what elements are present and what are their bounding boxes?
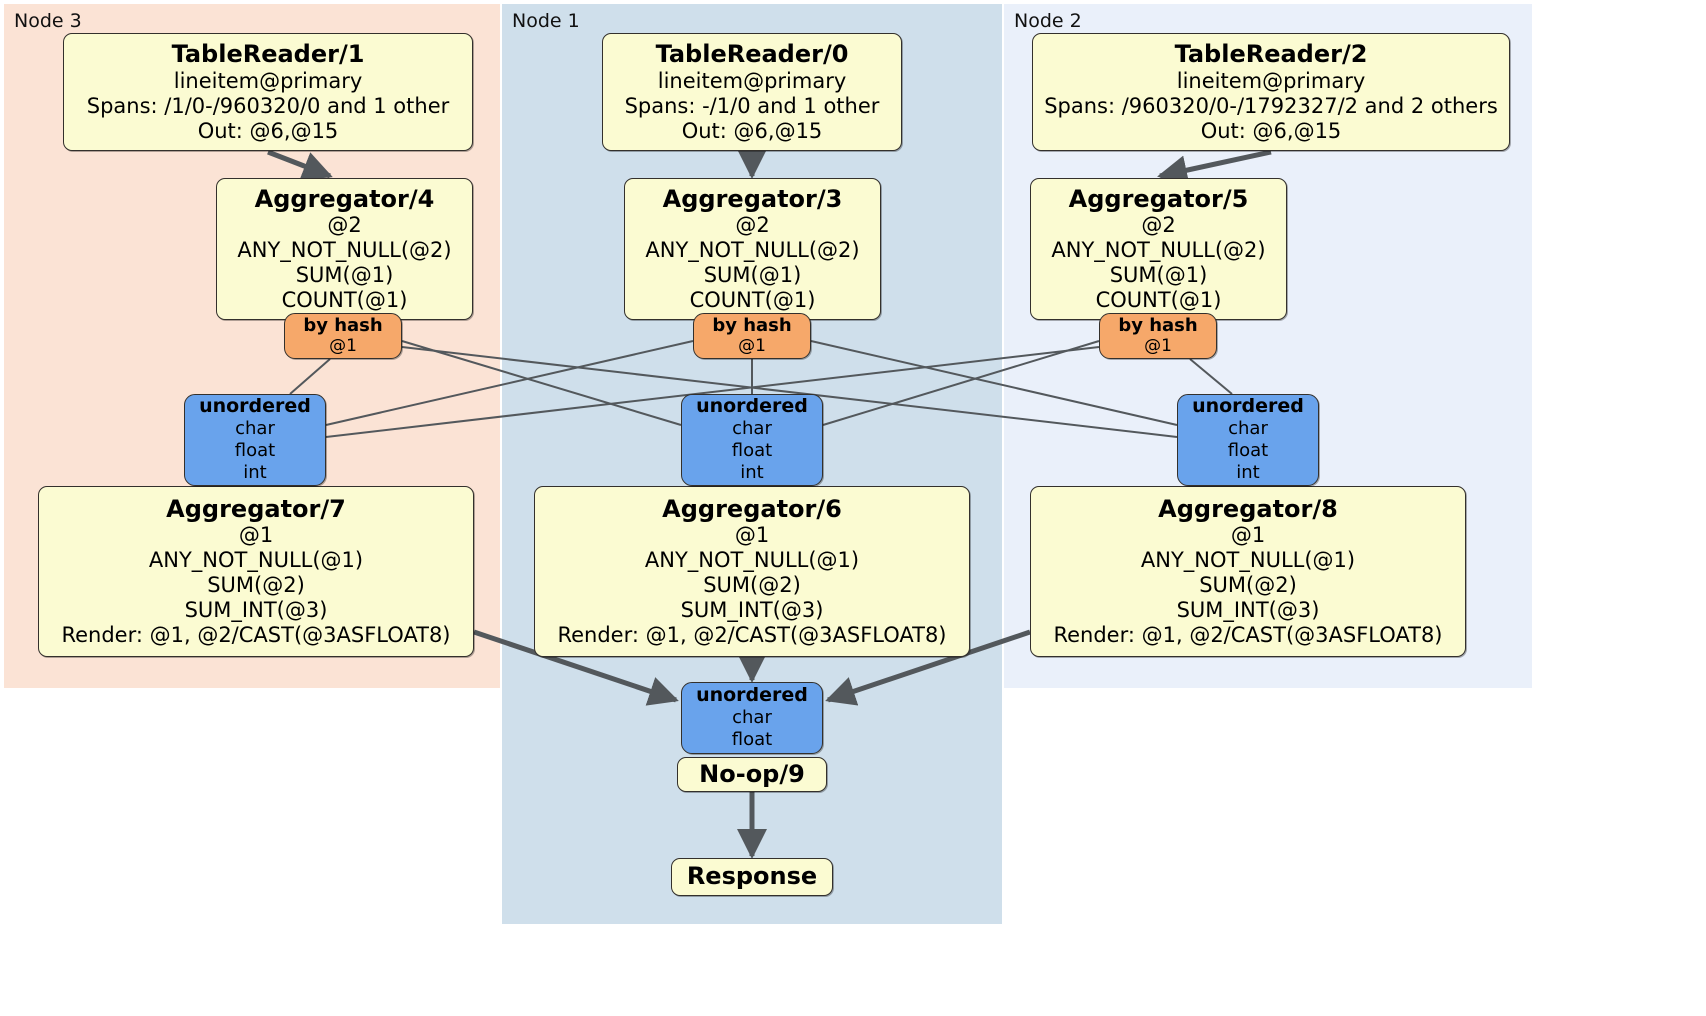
processor-response[interactable]: Response bbox=[671, 858, 833, 896]
box-title: TableReader/2 bbox=[1174, 40, 1368, 69]
box-detail-line: float bbox=[234, 439, 276, 461]
box-title: by hash bbox=[1118, 314, 1198, 336]
box-detail-line: SUM_INT(@3) bbox=[184, 598, 328, 623]
box-detail-line: @1 bbox=[238, 523, 274, 548]
box-title: by hash bbox=[712, 314, 792, 336]
box-detail-line: lineitem@primary bbox=[657, 68, 847, 93]
box-title: TableReader/0 bbox=[655, 40, 849, 69]
box-title: unordered bbox=[696, 395, 808, 418]
box-detail-line: COUNT(@1) bbox=[1095, 288, 1222, 313]
box-detail-line: float bbox=[1227, 439, 1269, 461]
router-hash3[interactable]: by hash@1 bbox=[693, 313, 811, 359]
box-detail-line: int bbox=[243, 461, 267, 483]
box-detail-line: Out: @6,@15 bbox=[197, 118, 339, 143]
box-title: by hash bbox=[303, 314, 383, 336]
box-detail-line: Spans: /1/0-/960320/0 and 1 other bbox=[86, 93, 450, 118]
box-detail-line: Render: @1, @2/CAST(@3ASFLOAT8) bbox=[61, 623, 451, 648]
box-detail-line: SUM(@1) bbox=[703, 263, 802, 288]
box-detail-line: SUM(@2) bbox=[1199, 573, 1297, 598]
box-detail-line: ANY_NOT_NULL(@2) bbox=[237, 238, 452, 263]
box-detail-line: SUM(@2) bbox=[207, 573, 305, 598]
box-title: Aggregator/7 bbox=[166, 495, 346, 523]
box-title: Aggregator/3 bbox=[662, 184, 843, 213]
box-detail-line: COUNT(@1) bbox=[689, 288, 816, 313]
box-title: unordered bbox=[1192, 395, 1304, 418]
box-detail-line: ANY_NOT_NULL(@1) bbox=[148, 548, 364, 573]
box-detail-line: SUM(@2) bbox=[703, 573, 801, 598]
box-detail-line: SUM(@1) bbox=[1109, 263, 1208, 288]
box-detail-line: float bbox=[731, 439, 773, 461]
box-detail-line: Out: @6,@15 bbox=[681, 118, 823, 143]
box-detail-line: ANY_NOT_NULL(@2) bbox=[645, 238, 860, 263]
box-detail-line: Spans: -/1/0 and 1 other bbox=[624, 93, 880, 118]
box-detail-line: int bbox=[740, 461, 764, 483]
box-detail-line: Out: @6,@15 bbox=[1200, 118, 1342, 143]
box-detail-line: ANY_NOT_NULL(@1) bbox=[1140, 548, 1356, 573]
box-detail-line: @2 bbox=[327, 213, 362, 238]
box-title: Response bbox=[686, 862, 818, 891]
box-title: Aggregator/5 bbox=[1068, 184, 1249, 213]
box-detail-line: @1 bbox=[734, 523, 770, 548]
box-title: unordered bbox=[199, 395, 311, 418]
box-detail-line: SUM_INT(@3) bbox=[1176, 598, 1320, 623]
box-detail-line: char bbox=[732, 706, 772, 728]
box-detail-line: int bbox=[1236, 461, 1260, 483]
box-detail-line: Render: @1, @2/CAST(@3ASFLOAT8) bbox=[1053, 623, 1443, 648]
box-detail-line: float bbox=[731, 728, 773, 750]
node-panel-label: Node 1 bbox=[512, 10, 580, 32]
processor-noop9[interactable]: No-op/9 bbox=[677, 757, 827, 792]
box-detail-line: char bbox=[235, 417, 275, 439]
box-detail-line: @2 bbox=[735, 213, 770, 238]
box-detail-line: COUNT(@1) bbox=[281, 288, 408, 313]
box-title: TableReader/1 bbox=[171, 40, 365, 69]
box-detail-line: ANY_NOT_NULL(@1) bbox=[644, 548, 860, 573]
box-detail-line: @1 bbox=[329, 336, 357, 357]
node-panel-label: Node 3 bbox=[14, 10, 82, 32]
box-detail-line: lineitem@primary bbox=[1176, 68, 1366, 93]
box-detail-line: char bbox=[1228, 417, 1268, 439]
box-title: Aggregator/8 bbox=[1158, 495, 1338, 523]
box-detail-line: Spans: /960320/0-/1792327/2 and 2 others bbox=[1044, 93, 1498, 118]
box-detail-line: lineitem@primary bbox=[173, 68, 363, 93]
box-title: Aggregator/4 bbox=[254, 184, 435, 213]
router-hash4[interactable]: by hash@1 bbox=[284, 313, 402, 359]
box-title: unordered bbox=[696, 684, 808, 707]
box-detail-line: SUM_INT(@3) bbox=[680, 598, 824, 623]
box-title: Aggregator/6 bbox=[662, 495, 842, 523]
router-hash5[interactable]: by hash@1 bbox=[1099, 313, 1217, 359]
box-detail-line: @1 bbox=[1144, 336, 1172, 357]
box-detail-line: @2 bbox=[1141, 213, 1176, 238]
box-detail-line: ANY_NOT_NULL(@2) bbox=[1051, 238, 1266, 263]
box-detail-line: SUM(@1) bbox=[295, 263, 394, 288]
node-panel-label: Node 2 bbox=[1014, 10, 1082, 32]
box-detail-line: char bbox=[732, 417, 772, 439]
box-title: No-op/9 bbox=[699, 759, 805, 788]
box-detail-line: @1 bbox=[738, 336, 766, 357]
box-detail-line: @1 bbox=[1230, 523, 1266, 548]
box-detail-line: Render: @1, @2/CAST(@3ASFLOAT8) bbox=[557, 623, 947, 648]
